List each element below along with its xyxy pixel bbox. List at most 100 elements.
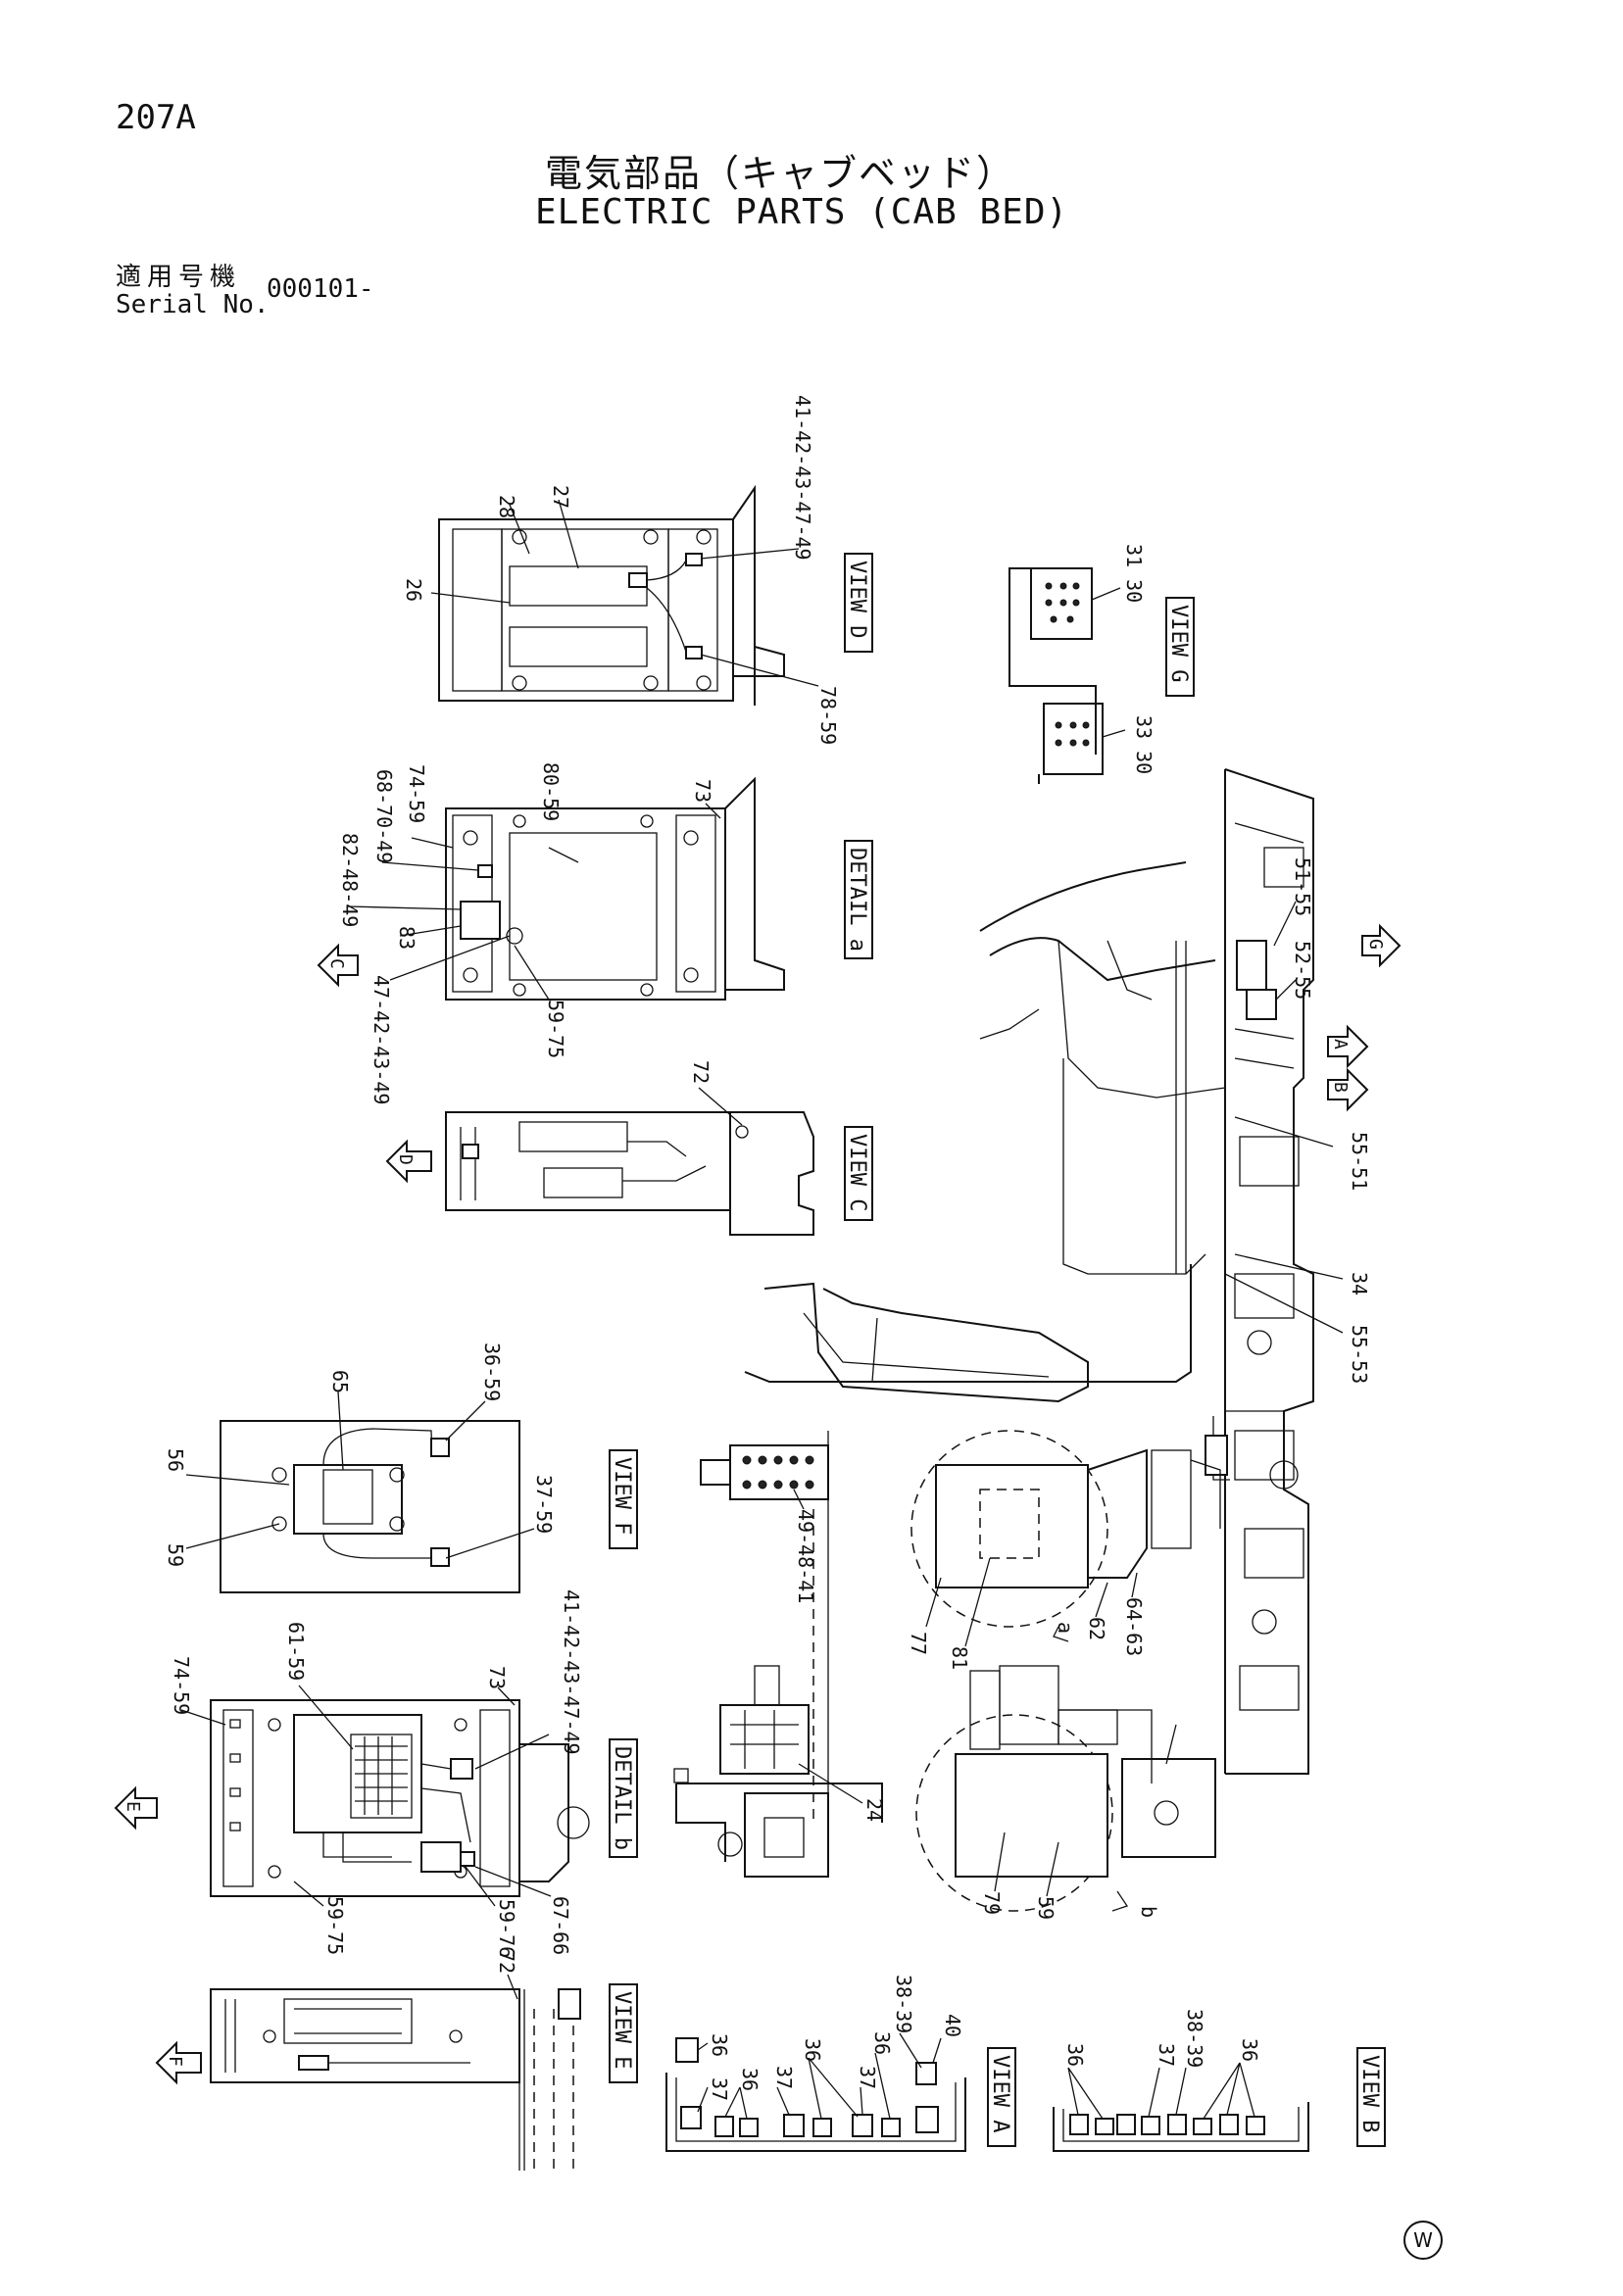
callout: 36 <box>1063 2043 1087 2067</box>
callout: 36 <box>738 2068 762 2091</box>
callout: 73 <box>485 1666 509 1689</box>
detail-a-label-box <box>844 840 873 959</box>
callout: 61-59 <box>284 1622 308 1681</box>
arrow-f-icon <box>155 2040 202 2085</box>
callout: 83 <box>395 926 418 950</box>
arrow-e-label: E <box>123 1801 143 1812</box>
callout: 36 <box>708 2033 731 2057</box>
callout: 36 <box>1238 2038 1261 2062</box>
detail-b-drawing <box>210 1699 590 1897</box>
callout: 80-59 <box>539 762 563 821</box>
callout: 65 <box>328 1370 352 1393</box>
cab-bed-drawing <box>744 768 1314 1775</box>
callout: 36 <box>801 2038 824 2062</box>
view-d-label-box <box>844 553 873 653</box>
callout: 47-42-43-49 <box>369 975 393 1104</box>
serial-label-japanese: 適用号機 <box>116 263 242 292</box>
callout: 64-63 <box>1122 1597 1146 1656</box>
callout: 59-76 <box>495 1899 518 1958</box>
callout: 37-59 <box>532 1475 556 1534</box>
callout: 72 <box>495 1950 518 1974</box>
view-c-label-box <box>844 1126 873 1221</box>
view-e-label: VIEW E <box>610 1991 634 2069</box>
view-g-drawing <box>1008 567 1104 784</box>
view-d-label: VIEW D <box>845 561 869 638</box>
battery-77-drawing <box>910 1430 1221 1642</box>
view-g-label: VIEW G <box>1166 605 1191 682</box>
view-c-label: VIEW C <box>845 1134 869 1211</box>
view-c-drawing <box>445 1111 814 1236</box>
callout: 74-59 <box>170 1656 193 1715</box>
callout: 59 <box>1034 1896 1057 1920</box>
callout: 55-53 <box>1348 1325 1371 1384</box>
view-b-label: VIEW B <box>1357 2055 1382 2132</box>
callout: 59-75 <box>544 1000 567 1058</box>
callout: 56 <box>164 1448 187 1472</box>
arrow-c-icon <box>317 943 359 988</box>
callout: 77 <box>907 1632 930 1655</box>
title-english: ELECTRIC PARTS (CAB BED) <box>535 192 1069 232</box>
callout: 59 <box>164 1543 187 1567</box>
relay-block-drawing <box>700 1431 829 1862</box>
callout: 33 30 <box>1132 715 1156 774</box>
callout: 79 <box>980 1891 1004 1915</box>
callout: 31 30 <box>1122 544 1146 603</box>
callout: 37 <box>856 2066 879 2089</box>
view-f-label: VIEW F <box>610 1457 634 1535</box>
callout: 41-42-43-47-49 <box>560 1589 583 1755</box>
serial-label-english: Serial No. <box>116 290 270 319</box>
arrow-f-label: F <box>165 2056 185 2067</box>
detail-a-label: DETAIL a <box>845 848 869 952</box>
callout: 49-48-41 <box>794 1509 817 1603</box>
arrow-e-icon <box>114 1785 158 1831</box>
view-b-drawing <box>1053 2102 1309 2152</box>
callout: 24 <box>862 1798 886 1822</box>
callout: 68-70-49 <box>372 769 396 863</box>
callout: 26 <box>402 578 425 602</box>
view-g-label-box <box>1165 597 1195 697</box>
view-f-label-box <box>609 1449 638 1549</box>
view-f-drawing <box>220 1420 520 1593</box>
callout: 41-42-43-47-49 <box>791 395 814 561</box>
valve-24-drawing <box>673 1665 883 1878</box>
callout: 34 <box>1348 1272 1371 1295</box>
callout: 37 <box>708 2077 731 2101</box>
title-japanese: 電気部品（キャブベッド） <box>545 152 1016 195</box>
callout: 59-75 <box>323 1896 347 1955</box>
arrow-b-label: B <box>1330 1082 1351 1093</box>
battery-79-drawing <box>915 1665 1216 1912</box>
callout: 72 <box>689 1060 713 1084</box>
page-number: 207A <box>116 98 196 137</box>
arrow-b-icon <box>1327 1067 1369 1112</box>
view-a-drawing <box>665 2037 966 2152</box>
callout: 67-66 <box>549 1896 572 1955</box>
view-b-label-box <box>1356 2047 1386 2147</box>
callout: 37 <box>772 2066 796 2089</box>
view-a-label: VIEW A <box>988 2055 1012 2132</box>
detail-b-label: DETAIL b <box>610 1746 634 1850</box>
view-e-label-box <box>609 1983 638 2083</box>
callout: 73 <box>691 779 714 803</box>
callout: 78-59 <box>816 686 840 745</box>
callout: a <box>1054 1622 1077 1634</box>
callout: 37 <box>1155 2043 1178 2067</box>
serial-number: 000101- <box>267 274 374 304</box>
arrow-d-label: D <box>395 1154 416 1165</box>
callout: 36 <box>870 2031 894 2055</box>
arrow-g-icon <box>1361 923 1402 968</box>
callout: 36-59 <box>480 1343 504 1401</box>
view-d-drawing <box>438 484 785 706</box>
callout: 51-55 <box>1291 857 1314 916</box>
callout: b <box>1137 1906 1160 1918</box>
callout: 81 <box>948 1646 971 1670</box>
watermark-mark: W <box>1403 2221 1443 2260</box>
callout: 40 <box>941 2014 964 2037</box>
detail-a-drawing <box>445 776 785 1001</box>
callout: 82-48-49 <box>338 833 362 927</box>
view-a-label-box <box>987 2047 1016 2147</box>
detail-b-label-box <box>609 1738 638 1858</box>
arrow-a-label: A <box>1330 1039 1351 1050</box>
callout: 52-55 <box>1291 941 1314 1000</box>
callout: 28 <box>495 495 518 518</box>
